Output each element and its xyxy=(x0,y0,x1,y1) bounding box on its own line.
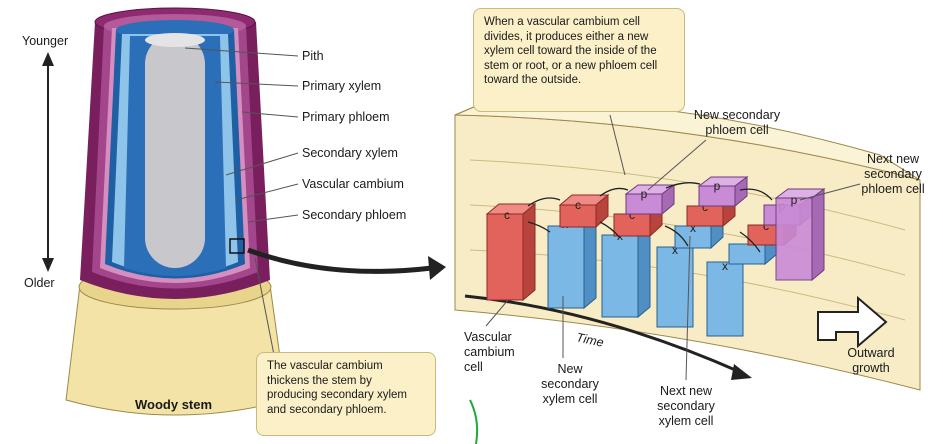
label-next-new-secondary-phloem: Next new secondary phloem cell xyxy=(861,152,925,196)
cell-letter: x xyxy=(672,243,678,257)
cell-cambium-2: c xyxy=(558,193,610,229)
younger-label: Younger xyxy=(22,34,69,48)
cell-letter: c xyxy=(504,208,510,222)
cambium-leader-lines xyxy=(485,114,861,381)
cell-letter: c xyxy=(702,200,708,214)
cell-letter: x xyxy=(722,259,728,273)
cell-letter: c xyxy=(763,219,769,233)
cell-xylem-5a: x xyxy=(706,259,744,337)
annotation-stroke xyxy=(469,399,479,444)
cell-letter: p xyxy=(641,187,648,201)
stem-pith xyxy=(145,33,205,268)
label-vascular-cambium-cell: Vascular cambium cell xyxy=(464,330,515,374)
cell-xylem-2: x xyxy=(547,214,597,310)
cell-cambium-4: c xyxy=(686,194,736,228)
cell-letter: c xyxy=(575,198,581,212)
label-new-secondary-xylem: New secondary xylem cell xyxy=(541,362,599,406)
time-axis-arrow xyxy=(42,52,54,272)
label-vascular-cambium: Vascular cambium xyxy=(302,177,404,191)
cell-cambium-1: c xyxy=(485,202,537,302)
outward-growth-arrow xyxy=(817,295,888,349)
cell-letter: c xyxy=(629,208,635,222)
cell-phloem-4: p xyxy=(697,176,749,208)
stem-callout: The vascular cambium thickens the stem b… xyxy=(256,352,436,436)
label-outward-growth: Outward growth xyxy=(847,346,895,375)
label-primary-phloem: Primary phloem xyxy=(302,110,390,124)
division-arrows xyxy=(527,182,773,253)
cambium-cells: c x c x c p xyxy=(485,176,826,337)
older-label: Older xyxy=(24,276,55,290)
woody-stem-caption: Woody stem xyxy=(135,397,213,412)
stem-leader-lines xyxy=(184,47,299,361)
label-secondary-xylem: Secondary xylem xyxy=(302,146,398,160)
label-primary-xylem: Primary xylem xyxy=(302,79,382,93)
cell-phloem-3: p xyxy=(624,184,676,216)
cell-letter: p xyxy=(714,179,721,193)
zoom-arrow xyxy=(247,247,446,280)
cell-phloem-5b: p xyxy=(774,188,826,282)
label-secondary-phloem: Secondary phloem xyxy=(302,208,407,222)
label-next-new-secondary-xylem: Next new secondary xylem cell xyxy=(657,384,715,428)
zoom-box xyxy=(229,238,245,254)
label-pith: Pith xyxy=(302,49,324,63)
cambium-callout: When a vascular cambium cell divides, it… xyxy=(473,8,685,112)
label-new-secondary-phloem: New secondary phloem cell xyxy=(693,108,781,137)
cell-xylem-3: x xyxy=(601,223,651,319)
cell-letter: x xyxy=(690,221,696,235)
cell-letter: p xyxy=(791,193,798,207)
